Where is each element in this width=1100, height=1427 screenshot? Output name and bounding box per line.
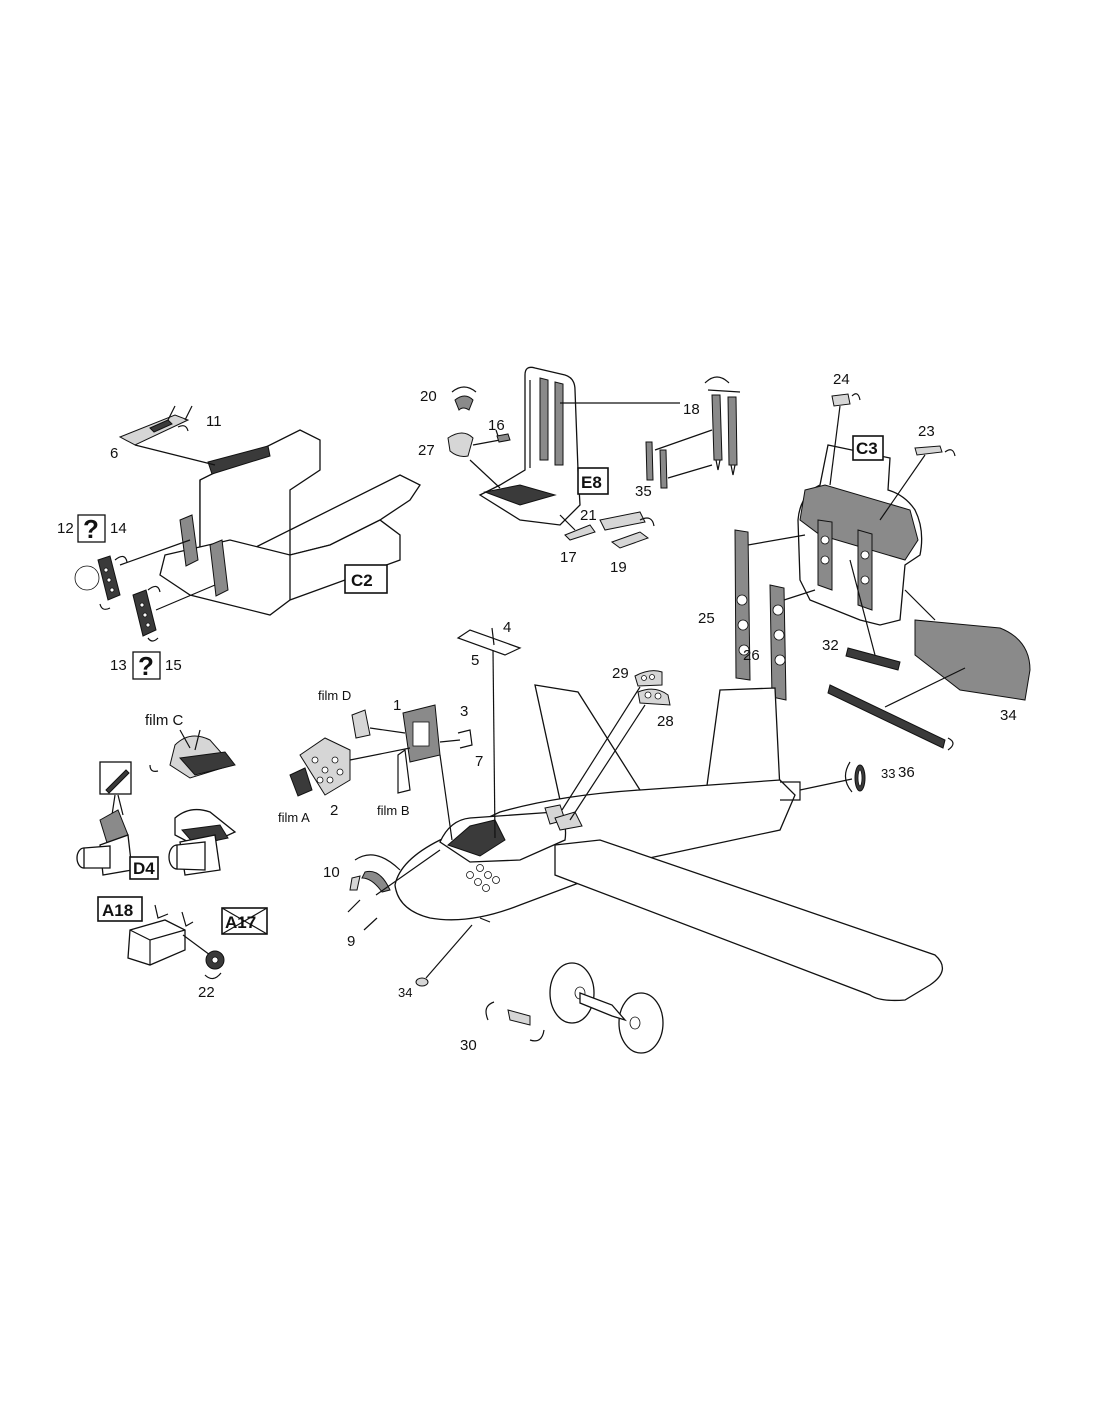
label-part-14: 14 bbox=[110, 520, 127, 537]
leader-line bbox=[879, 454, 926, 521]
aircraft bbox=[394, 684, 943, 1002]
label-part-6: 6 bbox=[110, 445, 118, 462]
question-mark-icon: ? bbox=[83, 514, 99, 544]
nose-holes bbox=[466, 864, 500, 892]
rotate-arrow-icon bbox=[944, 449, 956, 457]
knife-icon bbox=[105, 769, 130, 794]
label-part-20: 20 bbox=[420, 388, 437, 405]
part-34-ring bbox=[415, 977, 429, 987]
label-part-27: 27 bbox=[418, 442, 435, 459]
rotate-arrow-icon bbox=[851, 393, 861, 401]
box-c3 bbox=[852, 435, 884, 461]
label-part-5: 5 bbox=[471, 652, 479, 669]
callout-e8: E8 bbox=[581, 473, 602, 492]
rudder-pedals bbox=[74, 539, 216, 642]
label-part-28: 28 bbox=[657, 713, 674, 730]
box-e8 bbox=[577, 467, 609, 495]
label-part-10: 10 bbox=[323, 864, 340, 881]
label-part-26: 26 bbox=[743, 647, 760, 664]
part-29 bbox=[634, 670, 663, 687]
box-a18 bbox=[97, 896, 143, 922]
label-part-16: 16 bbox=[488, 417, 505, 434]
label-part-19: 19 bbox=[610, 559, 627, 576]
film-c-group bbox=[149, 729, 237, 876]
side-strips bbox=[734, 529, 901, 701]
leader-line bbox=[425, 924, 473, 979]
label-part-4: 4 bbox=[503, 619, 511, 636]
nose-wheel bbox=[485, 962, 664, 1054]
leader-line bbox=[799, 778, 853, 791]
leader-line bbox=[134, 444, 216, 466]
leader-line bbox=[561, 686, 641, 811]
label-part-1: 1 bbox=[393, 697, 401, 714]
label-part-3: 3 bbox=[460, 703, 468, 720]
part-4-post bbox=[491, 627, 495, 646]
leader-line bbox=[492, 649, 496, 839]
label-part-24: 24 bbox=[833, 371, 850, 388]
question-mark-icon: ? bbox=[138, 651, 154, 681]
label-part-17: 17 bbox=[560, 549, 577, 566]
box-q1 bbox=[77, 514, 106, 543]
cockpit-tub bbox=[159, 429, 421, 616]
rotate-arrow-icon bbox=[177, 425, 189, 432]
callout-c3: C3 bbox=[856, 439, 878, 458]
label-part-36: 36 bbox=[898, 764, 915, 781]
label-part-35: 35 bbox=[635, 483, 652, 500]
box-c2 bbox=[344, 564, 388, 594]
label-part-32: 32 bbox=[822, 637, 839, 654]
label-part-13: 13 bbox=[110, 657, 127, 674]
part-6-panel bbox=[118, 405, 193, 446]
rear-bulkhead bbox=[797, 444, 923, 626]
seat bbox=[478, 366, 581, 526]
part-5-frame bbox=[456, 629, 522, 656]
strike-line bbox=[221, 907, 268, 935]
label-part-25: 25 bbox=[698, 610, 715, 627]
label-part-30: 30 bbox=[460, 1037, 477, 1054]
callout-d4: D4 bbox=[133, 859, 155, 878]
d4-group bbox=[76, 761, 133, 876]
canopy-parts bbox=[347, 849, 441, 931]
label-part-34-panel: 34 bbox=[1000, 707, 1017, 724]
label-part-15: 15 bbox=[165, 657, 182, 674]
label-film-a: film A bbox=[278, 810, 310, 825]
part-labels: 1 2 3 4 5 6 7 9 10 11 12 13 14 15 16 17 … bbox=[57, 371, 1017, 1054]
label-part-23: 23 bbox=[918, 423, 935, 440]
label-part-12: 12 bbox=[57, 520, 74, 537]
seat-small-parts bbox=[447, 386, 655, 549]
box-d4 bbox=[129, 856, 159, 880]
label-film-c: film C bbox=[145, 712, 183, 729]
part-24 bbox=[831, 393, 851, 407]
label-film-d: film D bbox=[318, 688, 351, 703]
label-part-2: 2 bbox=[330, 802, 338, 819]
label-part-34-ring: 34 bbox=[398, 985, 412, 1000]
part-23 bbox=[914, 445, 943, 456]
box-q2 bbox=[132, 651, 161, 680]
rotate-arrow-icon bbox=[844, 761, 853, 793]
label-part-7: 7 bbox=[475, 753, 483, 770]
callout-a17: A17 bbox=[225, 913, 256, 932]
label-part-18: 18 bbox=[683, 401, 700, 418]
callout-c2: C2 bbox=[351, 571, 373, 590]
label-part-33: 33 bbox=[881, 766, 895, 781]
leader-line bbox=[569, 704, 646, 821]
part-28 bbox=[637, 688, 671, 706]
instrument-panel-group bbox=[289, 704, 473, 841]
label-part-11: 11 bbox=[206, 413, 222, 430]
label-part-29: 29 bbox=[612, 665, 629, 682]
label-part-22: 22 bbox=[198, 984, 215, 1001]
tail-panel bbox=[827, 589, 1031, 751]
callout-a18: A18 bbox=[102, 901, 133, 920]
label-part-21: 21 bbox=[580, 507, 597, 524]
label-film-b: film B bbox=[377, 803, 410, 818]
leader-line bbox=[829, 405, 841, 486]
harness-straps bbox=[560, 376, 741, 489]
throttle-box bbox=[127, 904, 225, 980]
label-part-9: 9 bbox=[347, 933, 355, 950]
